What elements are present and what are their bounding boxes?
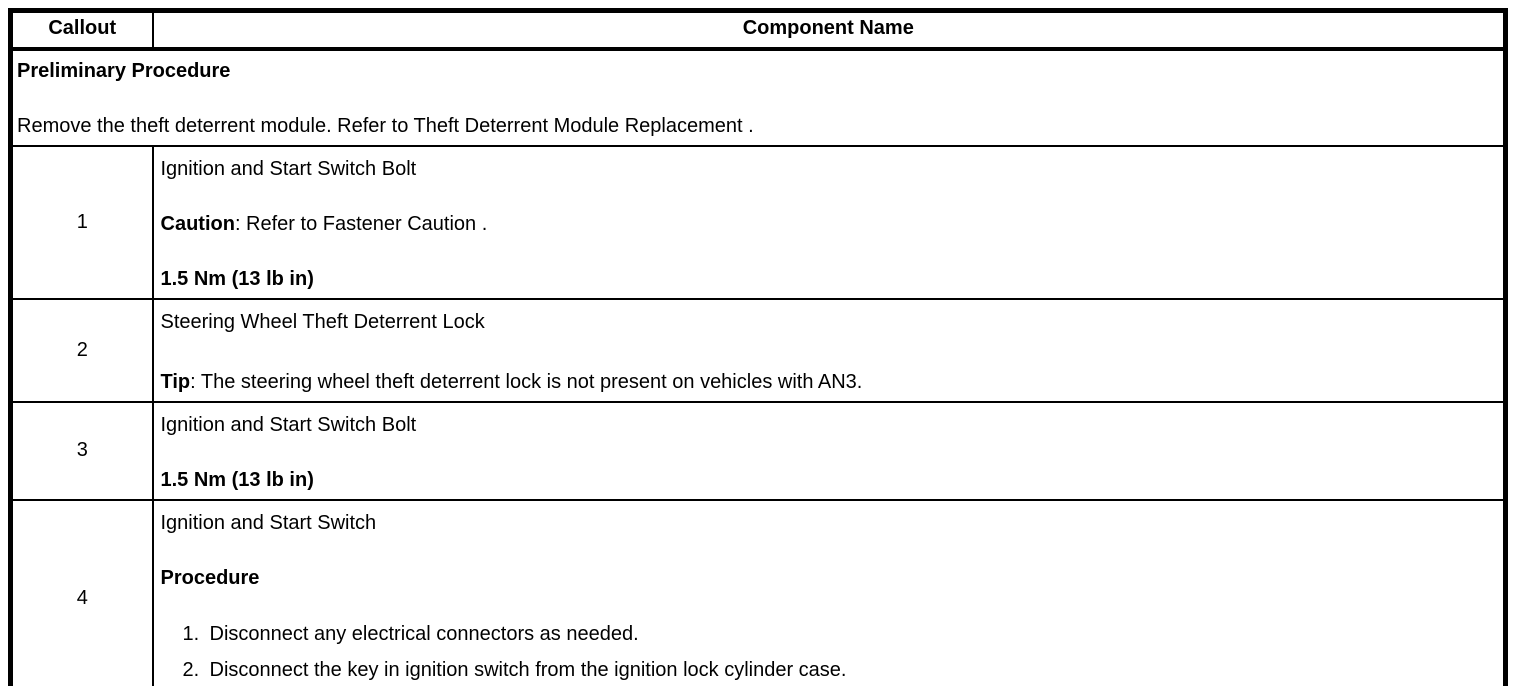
component-cell-2: Steering Wheel Theft Deterrent Lock Tip:… (151, 297, 1507, 403)
preliminary-procedure-title: Preliminary Procedure (17, 59, 231, 82)
tip-text: : The steering wheel theft deterrent loc… (190, 370, 863, 393)
theft-deterrent-module-replacement-link[interactable]: Theft Deterrent Module Replacement (413, 114, 743, 137)
component-cell-4: Ignition and Start Switch Procedure 1. D… (151, 498, 1507, 686)
component-cell-3: Ignition and Start Switch Bolt 1.5 Nm (1… (151, 400, 1507, 501)
table-header-row: Callout Component Name (9, 9, 1507, 51)
procedure-step-2: 2. Disconnect the key in ignition switch… (183, 652, 1496, 686)
preliminary-procedure-text: Remove the theft deterrent module. Refer… (17, 115, 1495, 137)
caution-text: : Refer to (234, 212, 323, 235)
procedure-step-1: 1. Disconnect any electrical connectors … (183, 616, 1496, 652)
callout-number-4: 4 (9, 498, 154, 686)
step-text: Disconnect any electrical connectors as … (209, 622, 639, 645)
step-number: 2. (182, 658, 200, 681)
component-name-column-header: Component Name (151, 9, 1507, 51)
component-name: Ignition and Start Switch Bolt (160, 157, 417, 180)
fastener-caution-link[interactable]: Fastener Caution (322, 212, 477, 235)
component-name: Steering Wheel Theft Deterrent Lock (160, 310, 485, 333)
procedure-heading: Procedure (160, 566, 260, 589)
step-text: Disconnect the key in ignition switch fr… (209, 658, 847, 681)
preliminary-text-after: . (742, 114, 754, 137)
preliminary-text-before: Remove the theft deterrent module. Refer… (17, 114, 414, 137)
component-name: Ignition and Start Switch (160, 511, 377, 534)
caution-label: Caution (160, 212, 235, 235)
callout-number-2: 2 (9, 297, 154, 403)
callout-number-3: 3 (9, 400, 154, 501)
tip-label: Tip (160, 370, 191, 393)
table-row-4: 4 Ignition and Start Switch Procedure 1.… (9, 498, 1507, 686)
preliminary-procedure-cell: Preliminary Procedure Remove the theft d… (9, 47, 1507, 147)
component-name: Ignition and Start Switch Bolt (160, 413, 417, 436)
callout-column-header: Callout (9, 9, 154, 51)
table-row-3: 3 Ignition and Start Switch Bolt 1.5 Nm … (9, 400, 1507, 501)
caution-note: Caution: Refer to Fastener Caution . (161, 213, 1496, 235)
component-cell-1: Ignition and Start Switch Bolt Caution: … (151, 144, 1507, 300)
torque-spec: 1.5 Nm (13 lb in) (160, 468, 314, 491)
tip-note: Tip: The steering wheel theft deterrent … (161, 371, 1496, 393)
torque-spec: 1.5 Nm (13 lb in) (160, 267, 314, 290)
caution-text-after: . (476, 212, 488, 235)
callout-number-1: 1 (9, 144, 154, 300)
table-row-2: 2 Steering Wheel Theft Deterrent Lock Ti… (9, 297, 1507, 403)
table-row-1: 1 Ignition and Start Switch Bolt Caution… (9, 144, 1507, 300)
procedure-steps: 1. Disconnect any electrical connectors … (183, 616, 1496, 686)
preliminary-procedure-row: Preliminary Procedure Remove the theft d… (9, 47, 1507, 147)
component-callout-table: Callout Component Name Preliminary Proce… (8, 8, 1508, 686)
step-number: 1. (182, 622, 200, 645)
